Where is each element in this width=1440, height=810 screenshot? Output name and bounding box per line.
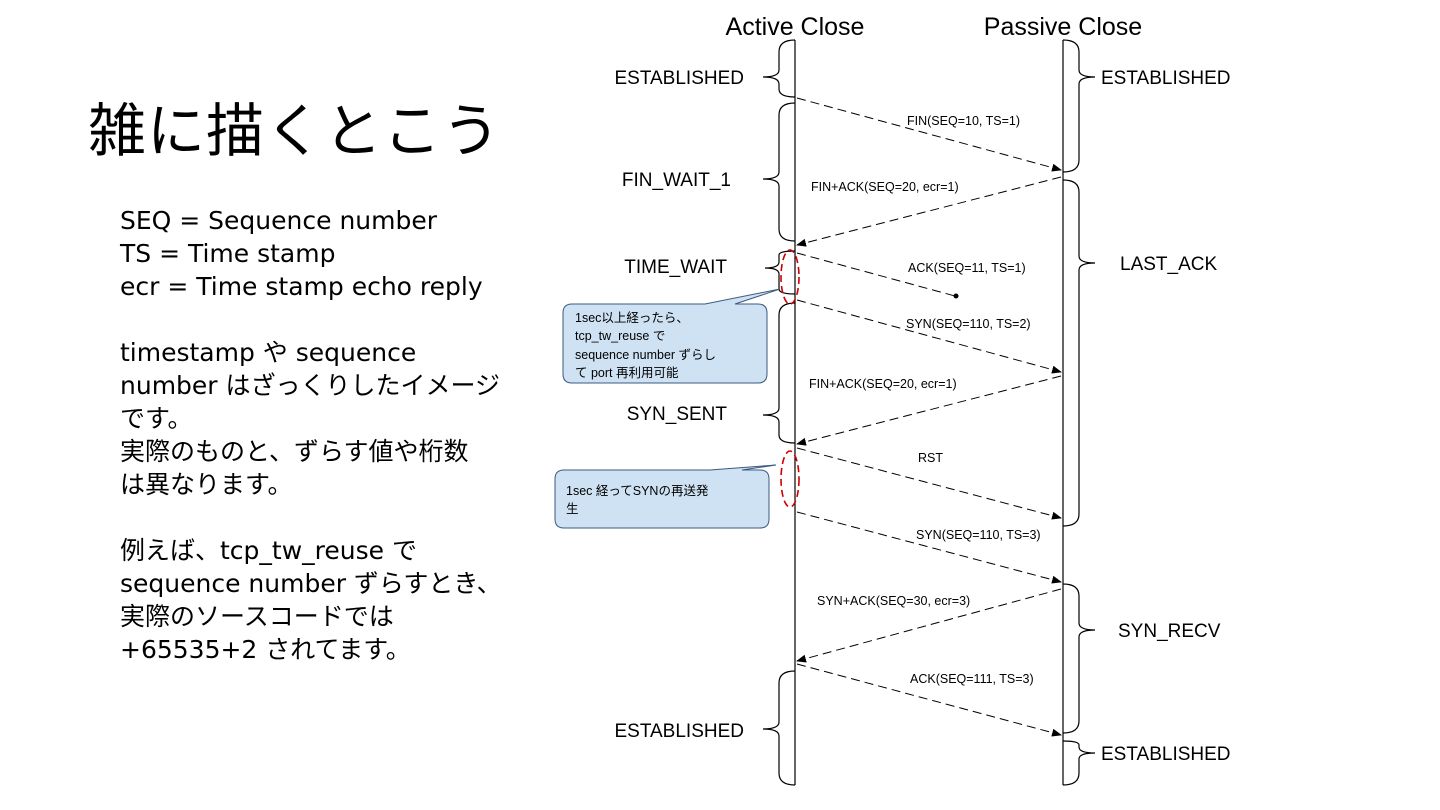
active-close-header: Active Close (726, 13, 865, 41)
right-state-brace (1062, 179, 1096, 527)
message-label: FIN+ACK(SEQ=20, ecr=1) (811, 180, 959, 194)
right-state-brace (1062, 740, 1096, 786)
left-state-time-wait: TIME_WAIT (624, 257, 727, 278)
slide-title: 雑に描くとこう (88, 97, 502, 165)
message-label: FIN(SEQ=10, TS=1) (907, 114, 1020, 128)
callout-text: sequence number ずらし (575, 348, 716, 362)
callout-text: て port 再利用可能 (575, 366, 679, 380)
message-arrow-ack-2 (796, 663, 1062, 737)
highlight-ellipse (780, 450, 800, 508)
right-state-brace (1062, 39, 1096, 173)
note-line: です。 (120, 404, 193, 433)
message-label: FIN+ACK(SEQ=20, ecr=1) (809, 377, 957, 391)
callout-box (562, 288, 781, 384)
left-state-brace (762, 39, 796, 98)
note-line: 実際のソースコードでは (120, 602, 394, 631)
message-arrow-syn-ack (796, 588, 1062, 663)
callout-text: 1sec以上経ったら、 (575, 311, 689, 325)
right-state-syn-recv: SYN_RECV (1118, 621, 1221, 642)
message-label: SYN+ACK(SEQ=30, ecr=3) (817, 594, 970, 608)
right-state-brace (1062, 583, 1096, 734)
left-state-established: ESTABLISHED (614, 68, 744, 89)
note-line: 例えば、tcp_tw_reuse で (120, 536, 417, 565)
callout-text: 1sec 経ってSYNの再送発 (566, 483, 709, 498)
message-label: SYN(SEQ=110, TS=3) (916, 528, 1041, 542)
note-line: timestamp や sequence (120, 338, 417, 367)
left-state-established-2: ESTABLISHED (614, 721, 744, 742)
left-state-fin-wait-1: FIN_WAIT_1 (622, 170, 731, 191)
note-line: は異なります。 (120, 470, 293, 499)
note-line: ecr = Time stamp echo reply (120, 272, 483, 301)
note-line: +65535+2 されてます。 (120, 635, 411, 664)
passive-close-header: Passive Close (984, 13, 1142, 41)
right-state-last-ack: LAST_ACK (1120, 254, 1217, 275)
note-line: number はざっくりしたイメージ (120, 371, 501, 400)
right-state-established: ESTABLISHED (1101, 68, 1231, 89)
left-state-brace (762, 302, 796, 444)
callout-text: tcp_tw_reuse で (575, 329, 665, 343)
lost-packet-dot (953, 293, 959, 299)
message-arrow-fin (796, 97, 1062, 172)
message-label: SYN(SEQ=110, TS=2) (906, 317, 1031, 331)
highlight-ellipse (780, 249, 800, 305)
callout-box (554, 464, 777, 529)
note-line: 実際のものと、ずらす値や桁数 (120, 437, 469, 466)
left-state-brace (764, 250, 796, 295)
note-line: TS = Time stamp (120, 239, 336, 268)
right-state-established-2: ESTABLISHED (1101, 744, 1231, 765)
notes-block: SEQ = Sequence number TS = Time stamp ec… (120, 204, 502, 666)
message-label: ACK(SEQ=111, TS=3) (910, 672, 1034, 686)
message-arrow-rst (796, 447, 1062, 520)
left-state-brace (762, 670, 796, 786)
left-state-syn-sent: SYN_SENT (627, 404, 728, 425)
message-label: ACK(SEQ=11, TS=1) (908, 261, 1026, 275)
note-line: SEQ = Sequence number (120, 206, 438, 235)
left-state-brace (762, 102, 796, 242)
message-arrow-syn (796, 299, 1062, 374)
note-line: sequence number ずらすとき、 (120, 569, 502, 598)
message-arrow-fin-ack (796, 176, 1062, 247)
message-arrow-fin-ack-2 (796, 375, 1062, 446)
callout-text: 生 (566, 502, 579, 516)
message-label: RST (918, 451, 943, 465)
message-arrow-syn-2 (796, 511, 1062, 584)
